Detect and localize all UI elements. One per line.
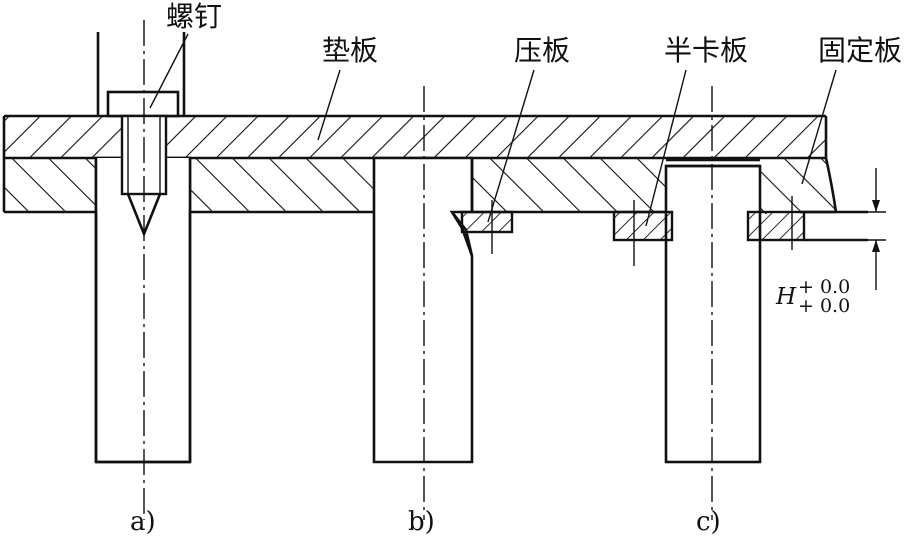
backing-plate-label: 垫板 <box>322 34 378 67</box>
half-clamp-plate-right <box>746 196 868 250</box>
half-clamp-plate-label: 半卡板 <box>664 34 748 67</box>
leader-lines <box>149 33 837 227</box>
screw-label: 螺钉 <box>166 0 222 33</box>
dimension-upper-tolerance: + 0.0 <box>798 276 850 298</box>
half-clamp-plate-left <box>612 200 674 266</box>
caption-b: b) <box>408 507 435 537</box>
dimension-h: H + 0.0 + 0.0 <box>775 168 886 317</box>
punch-c <box>664 86 762 520</box>
dimension-lower-tolerance: + 0.0 <box>798 295 850 317</box>
dimension-symbol: H <box>775 284 797 310</box>
punch-a <box>94 32 192 464</box>
caption-c: c) <box>696 507 721 537</box>
screw <box>106 20 180 520</box>
pressure-plate-label: 压板 <box>514 34 570 67</box>
fixing-plate-label: 固定板 <box>818 34 902 67</box>
caption-a: a) <box>130 507 156 537</box>
